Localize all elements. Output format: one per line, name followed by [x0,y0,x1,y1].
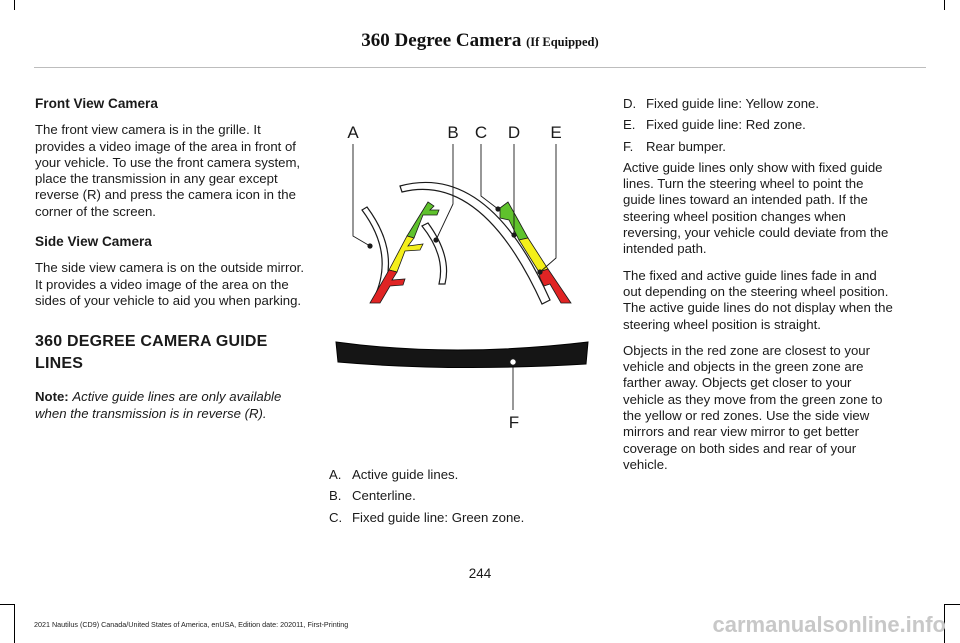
list-item: B.Centerline. [329,488,416,504]
callout-e-line [539,144,557,273]
page-header: 360 Degree Camera (If Equipped) [0,30,960,52]
side-view-paragraph: The side view camera is on the outside m… [35,260,304,308]
left-yellow-zone [388,235,424,273]
paragraph-active-lines: Active guide lines only show with fixed … [623,159,889,257]
crop-mark-right-horizontal [945,604,960,605]
callout-c-dot [495,206,501,212]
note-paragraph: Note: Active guide lines are only availa… [35,389,307,422]
label-b: B [447,123,458,142]
list-item: E.Fixed guide line: Red zone. [623,117,806,133]
legend-list-def: D.Fixed guide line: Yellow zone. E.Fixed… [623,96,896,155]
crop-mark-left-vertical [14,604,15,643]
callout-f-dot [509,358,517,366]
right-red-zone [538,268,572,304]
left-red-zone [369,269,406,304]
callout-b-line [435,144,454,241]
fixed-guide-line-left [369,201,440,304]
page-number: 244 [468,566,492,581]
guide-lines-heading-line2: LINES [35,355,84,373]
callout-lines [352,144,557,410]
guide-lines-heading-line1: 360 DEGREE CAMERA GUIDE [35,333,268,351]
label-c: C [475,123,487,142]
header-subtitle: (If Equipped) [526,35,599,49]
legend-list-abc: A.Active guide lines. B.Centerline. C.Fi… [329,467,594,526]
label-a: A [347,123,359,142]
side-view-heading: Side View Camera [35,234,152,250]
front-view-paragraph: The front view camera is in the grille. … [35,122,301,219]
guide-lines-diagram: A B C D E F [335,123,589,432]
label-e: E [550,123,561,142]
active-guide-line-right [421,222,448,285]
callout-c-line [480,144,499,210]
callout-a-line [352,144,371,247]
left-column: Front View Camera The front view camera … [35,96,307,432]
right-column: D.Fixed guide line: Yellow zone. E.Fixed… [623,96,896,483]
note-label: Note: [35,389,69,405]
fixed-guide-line-outer [399,181,551,305]
watermark: carmanualsonline.info [712,612,947,637]
middle-legend: A.Active guide lines. B.Centerline. C.Fi… [329,467,594,531]
front-view-heading: Front View Camera [35,96,158,111]
guide-lines-heading: 360 DEGREE CAMERA GUIDE LINES [35,331,307,375]
list-item: C.Fixed guide line: Green zone. [329,509,525,525]
list-item: A.Active guide lines. [329,467,459,482]
paragraph-fade: The fixed and active guide lines fade in… [623,267,893,332]
crop-mark-left-horizontal [0,604,14,605]
header-title: 360 Degree Camera [361,30,522,51]
paragraph-zones: Objects in the red zone are closest to y… [623,342,883,472]
callout-dots [367,206,543,275]
guide-lines-figure: A B C D E F [318,114,608,434]
list-item: F.Rear bumper. [623,138,726,154]
list-item: D.Fixed guide line: Yellow zone. [623,96,820,111]
callout-b-dot [433,237,439,243]
callout-d-dot [511,232,517,238]
rear-bumper [335,341,589,369]
crop-mark-top-left [14,0,15,10]
header-divider [34,67,926,68]
callout-a-dot [367,243,373,249]
callout-e-dot [537,269,543,275]
footer-text: 2021 Nautilus (CD9) Canada/United States… [34,620,349,629]
crop-mark-top-right [944,0,945,10]
crop-mark-right-vertical [944,604,945,643]
label-d: D [508,123,520,142]
label-f: F [509,413,519,432]
note-text: Active guide lines are only available wh… [35,389,282,421]
left-green-zone [406,201,440,239]
